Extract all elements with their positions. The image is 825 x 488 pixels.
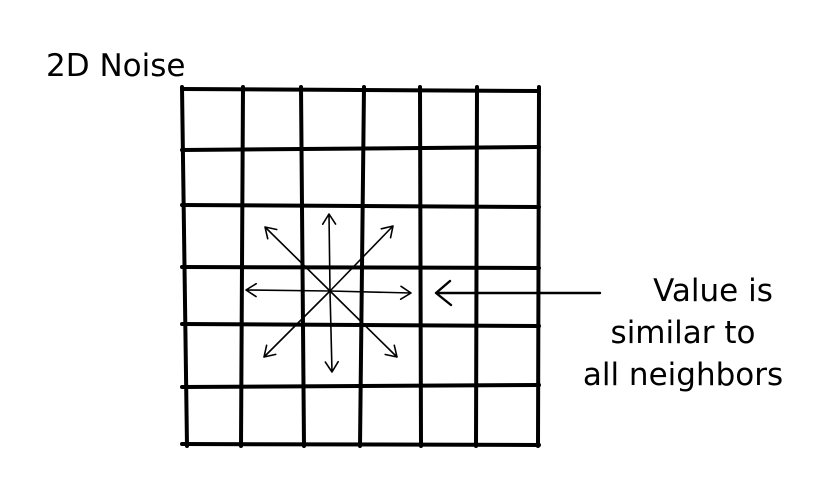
arrow-up-right-path (329, 225, 394, 292)
arrow-up-left-path (264, 226, 331, 292)
callout-line-2: similar to (610, 315, 756, 351)
grid-horizontal-line (180, 87, 541, 93)
callout-pointer (434, 279, 602, 307)
grid-horizontal-line (180, 383, 541, 389)
arrow-up-left (264, 226, 331, 292)
diagram-title: 2D Noise (46, 48, 186, 84)
arrow-up-path (321, 213, 337, 292)
arrow-down-right-path (329, 290, 398, 358)
arrow-down-left (263, 290, 331, 358)
arrow-down-right (329, 290, 398, 358)
callout-label: Value is similar to all neighbors (558, 270, 808, 396)
grid-horizontal-line (180, 145, 541, 152)
arrow-down-left-path (263, 290, 331, 358)
neighbor-arrows (245, 213, 412, 373)
arrow-right (329, 285, 412, 300)
callout-line-3: all neighbors (582, 357, 784, 393)
grid-horizontal-line (180, 203, 541, 209)
callout-line-1: Value is (653, 273, 773, 309)
arrow-up (321, 213, 337, 292)
pointer-arrow (434, 279, 602, 307)
grid-horizontal-line (180, 442, 541, 447)
arrow-up-right (329, 225, 394, 292)
arrow-left-path (245, 282, 331, 298)
arrow-left (245, 282, 331, 298)
grid-horizontal-line (180, 265, 541, 270)
arrow-right-path (329, 285, 412, 300)
noise-grid (180, 85, 541, 448)
arrow-down-path (324, 290, 339, 373)
arrow-down (324, 290, 339, 373)
grid-horizontal-line (180, 322, 541, 328)
